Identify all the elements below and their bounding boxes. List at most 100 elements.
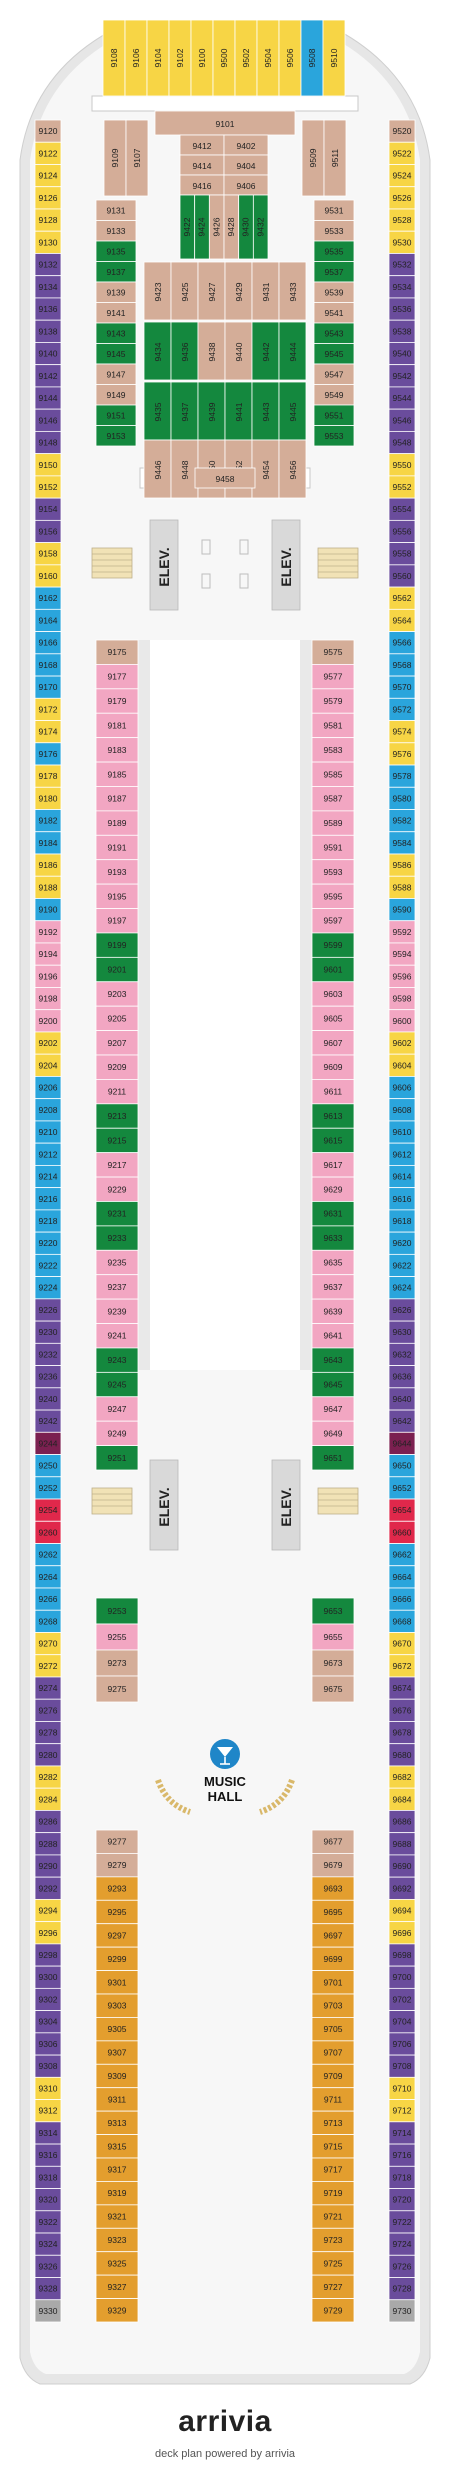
- cabin[interactable]: [95, 1249, 139, 1276]
- cabin[interactable]: [323, 119, 347, 197]
- cabin-number: 9591: [324, 843, 343, 853]
- cabin[interactable]: [311, 2298, 355, 2323]
- cabin[interactable]: [143, 439, 172, 499]
- cabin[interactable]: [95, 761, 139, 787]
- cabin-number: 9574: [393, 727, 412, 737]
- cabin[interactable]: [311, 1420, 355, 1446]
- cabin[interactable]: [95, 883, 139, 909]
- cabin[interactable]: [95, 1420, 139, 1446]
- cabin-number: 9206: [39, 1083, 58, 1093]
- cabin[interactable]: [311, 664, 355, 690]
- cabin[interactable]: [311, 1054, 355, 1080]
- cabin[interactable]: [95, 810, 139, 836]
- cabin[interactable]: [95, 1396, 139, 1422]
- cabin-number: 9589: [324, 818, 343, 828]
- cabin[interactable]: [95, 1347, 139, 1373]
- cabin[interactable]: [278, 261, 307, 321]
- cabin-number: 9312: [39, 2106, 58, 2116]
- cabin-number: 9549: [325, 390, 344, 400]
- cabin[interactable]: [125, 119, 149, 197]
- cabin[interactable]: [322, 19, 346, 97]
- cabin[interactable]: [95, 737, 139, 763]
- cabin[interactable]: [311, 1030, 355, 1056]
- cabin[interactable]: [95, 1103, 139, 1129]
- cabin[interactable]: [143, 261, 172, 321]
- cabin[interactable]: [251, 321, 280, 381]
- cabin[interactable]: [95, 425, 137, 447]
- cabin[interactable]: [311, 1103, 355, 1129]
- cabin[interactable]: [311, 1079, 355, 1105]
- cabin[interactable]: [311, 932, 355, 958]
- cabin-number: 9218: [39, 1216, 58, 1226]
- cabin[interactable]: [197, 261, 226, 321]
- cabin[interactable]: [95, 1152, 139, 1178]
- cabin-number: 9558: [393, 549, 412, 559]
- cabin[interactable]: [95, 1079, 139, 1105]
- cabin-number: 9164: [39, 615, 58, 625]
- cabin[interactable]: [251, 381, 280, 441]
- cabin[interactable]: [311, 1445, 355, 1471]
- cabin[interactable]: [95, 1298, 139, 1324]
- cabin[interactable]: [252, 194, 269, 260]
- cabin[interactable]: [170, 321, 199, 381]
- cabin[interactable]: [95, 639, 139, 665]
- cabin[interactable]: [224, 261, 253, 321]
- cabin[interactable]: [95, 712, 139, 739]
- cabin[interactable]: [95, 1323, 139, 1349]
- cabin[interactable]: [95, 664, 139, 690]
- cabin[interactable]: [95, 2298, 139, 2323]
- cabin[interactable]: [34, 2299, 62, 2323]
- cabin[interactable]: [194, 467, 256, 489]
- cabin[interactable]: [251, 439, 280, 499]
- cabin[interactable]: [170, 261, 199, 321]
- cabin[interactable]: [311, 859, 355, 885]
- cabin[interactable]: [95, 1030, 139, 1056]
- cabin-number: 9620: [393, 1238, 412, 1248]
- cabin[interactable]: [143, 321, 172, 381]
- cabin[interactable]: [313, 425, 355, 447]
- cabin[interactable]: [154, 110, 296, 136]
- cabin[interactable]: [95, 786, 139, 812]
- cabin[interactable]: [278, 381, 307, 441]
- cabin-number: 9553: [325, 431, 344, 441]
- cabin[interactable]: [224, 381, 253, 441]
- cabin[interactable]: [311, 1396, 355, 1422]
- cabin[interactable]: [311, 1597, 355, 1625]
- cabin[interactable]: [95, 1005, 139, 1031]
- cabin[interactable]: [95, 1649, 139, 1677]
- cabin[interactable]: [95, 932, 139, 958]
- cabin[interactable]: [311, 1176, 355, 1202]
- cabin[interactable]: [388, 2299, 416, 2323]
- cabin[interactable]: [311, 1675, 355, 1703]
- cabin-number: 9101: [216, 119, 235, 129]
- cabin[interactable]: [278, 439, 307, 499]
- cabin[interactable]: [95, 834, 139, 861]
- cabin[interactable]: [311, 639, 355, 665]
- cabin[interactable]: [95, 1176, 139, 1202]
- cabin[interactable]: [311, 1127, 355, 1154]
- cabin[interactable]: [95, 1445, 139, 1471]
- cabin[interactable]: [311, 1323, 355, 1349]
- cabin[interactable]: [278, 321, 307, 381]
- cabin[interactable]: [311, 1225, 355, 1251]
- cabin[interactable]: [311, 1371, 355, 1398]
- cabin-number: 9177: [108, 672, 127, 682]
- cabin[interactable]: [95, 1675, 139, 1703]
- cabin[interactable]: [251, 261, 280, 321]
- cabin[interactable]: [95, 1371, 139, 1398]
- cabin-number: 9188: [39, 882, 58, 892]
- cabin-number: 9511: [330, 149, 340, 168]
- cabin[interactable]: [95, 688, 139, 714]
- cabin[interactable]: [311, 981, 355, 1007]
- cabin-number: 9437: [180, 402, 190, 421]
- cabin[interactable]: [311, 1201, 355, 1227]
- cabin[interactable]: [311, 688, 355, 714]
- cabin[interactable]: [311, 956, 355, 983]
- cabin[interactable]: [95, 1127, 139, 1154]
- cabin[interactable]: [311, 1623, 355, 1651]
- cabin[interactable]: [311, 1274, 355, 1300]
- cabin[interactable]: [311, 712, 355, 739]
- cabin[interactable]: [224, 321, 253, 381]
- cabin[interactable]: [95, 1623, 139, 1651]
- cabin-number: 9587: [324, 794, 343, 804]
